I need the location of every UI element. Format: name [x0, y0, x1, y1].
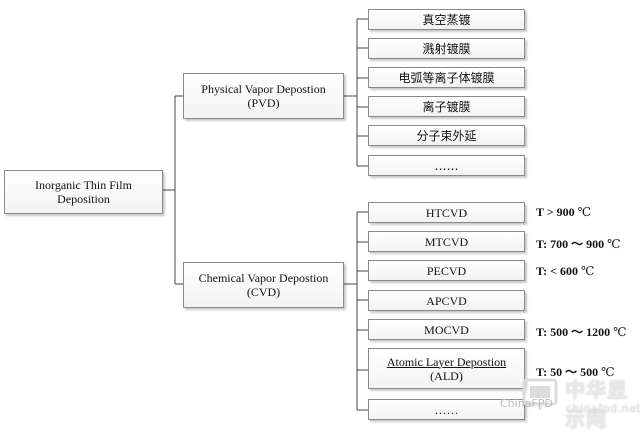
cvd-item-label: HTCVD — [425, 205, 468, 220]
cvd-item-more: …… — [368, 399, 525, 420]
cvd-label-line1: Chemical Vapor Depostion — [198, 271, 329, 285]
pvd-item-label: 电弧等离子体镀膜 — [398, 70, 495, 85]
cond-unit: ℃ — [580, 264, 595, 278]
cvd-item-label-line1: Atomic Layer Depostion — [386, 354, 507, 369]
cond-ald: T: 50 ～ 500 ℃ — [536, 363, 615, 380]
cond-text: T: 700 ～ 900 — [536, 237, 605, 251]
pvd-item-sputtering: 溅射镀膜 — [368, 38, 525, 59]
cvd-label-line2: (CVD) — [246, 285, 281, 299]
cvd-item-label-line2: (ALD) — [430, 368, 463, 383]
cvd-item-mocvd: MOCVD — [368, 319, 525, 340]
cond-text: T > 900 — [536, 205, 575, 219]
cond-htcvd: T > 900 ℃ — [536, 205, 591, 220]
cond-unit: ℃ — [577, 205, 592, 219]
cvd-item-label: …… — [434, 402, 459, 417]
root-label-line1: Inorganic Thin Film — [35, 178, 132, 192]
pvd-label-line1: Physical Vapor Depostion — [201, 82, 326, 96]
cond-unit: ℃ — [601, 365, 615, 379]
pvd-item-arc-plasma: 电弧等离子体镀膜 — [368, 67, 525, 88]
cvd-item-apcvd: APCVD — [368, 290, 525, 311]
cvd-item-ald: Atomic Layer Depostion (ALD) — [368, 348, 525, 389]
cvd-item-label: APCVD — [426, 293, 467, 308]
pvd-item-vacuum-evaporation: 真空蒸镀 — [368, 9, 525, 30]
pvd-item-ion-plating: 离子镀膜 — [368, 96, 525, 117]
pvd-item-label: 离子镀膜 — [422, 99, 471, 114]
cvd-item-label: MTCVD — [424, 234, 469, 249]
cond-mtcvd: T: 700 ～ 900 ℃ — [536, 235, 621, 252]
cond-mocvd: T: 500 ～ 1200 ℃ — [536, 323, 627, 340]
pvd-item-more: …… — [368, 155, 525, 176]
cond-pecvd: T: < 600 ℃ — [536, 264, 594, 279]
cvd-item-label: MOCVD — [424, 322, 469, 337]
cond-text: T: 500 ～ 1200 — [536, 325, 611, 339]
cond-unit: ℃ — [607, 237, 621, 251]
watermark-small-text: ChinaFPD — [500, 397, 553, 410]
root-label-line2: Deposition — [57, 192, 110, 206]
watermark-cn-text: 中华显示网 — [565, 378, 628, 431]
cvd-item-mtcvd: MTCVD — [368, 231, 525, 252]
watermark-url-text: chinafpd.net — [566, 402, 640, 415]
cvd-item-htcvd: HTCVD — [368, 202, 525, 223]
cvd-item-label: PECVD — [426, 263, 467, 278]
pvd-label-line2: (PVD) — [247, 96, 280, 110]
pvd-node: Physical Vapor Depostion (PVD) — [183, 73, 344, 119]
cvd-item-pecvd: PECVD — [368, 260, 525, 281]
watermark-logo-icon — [522, 378, 558, 410]
cond-text: T: 50 ～ 500 — [536, 365, 599, 379]
cond-text: T: < 600 — [536, 264, 578, 278]
cond-unit: ℃ — [613, 325, 627, 339]
cvd-node: Chemical Vapor Depostion (CVD) — [183, 262, 344, 308]
root-node: Inorganic Thin Film Deposition — [4, 170, 163, 214]
pvd-item-label: 溅射镀膜 — [422, 41, 471, 56]
pvd-item-mbe: 分子束外延 — [368, 125, 525, 146]
pvd-item-label: 真空蒸镀 — [422, 12, 471, 27]
pvd-item-label: 分子束外延 — [416, 128, 477, 143]
pvd-item-label: …… — [434, 158, 459, 173]
